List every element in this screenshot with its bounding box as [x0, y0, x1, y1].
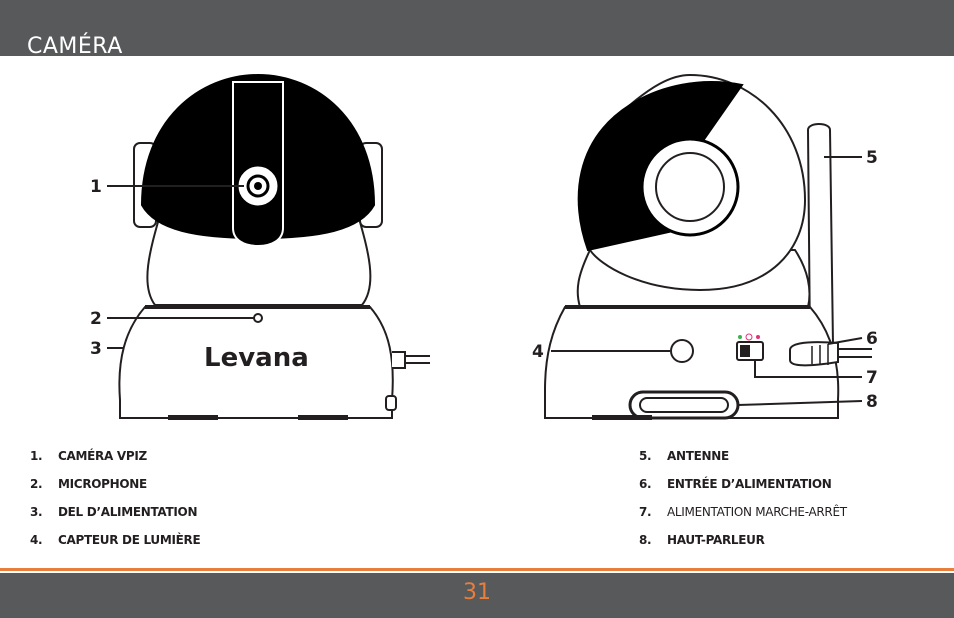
camera-diagram: Levana 1 2 3: [90, 73, 878, 420]
front-callout-lines: [107, 185, 254, 349]
front-view: [118, 73, 430, 420]
callout-2: 2: [90, 309, 102, 329]
side-callout-lines: [551, 156, 863, 406]
page-title: CAMÉRA: [27, 34, 123, 59]
side-base: [544, 306, 840, 419]
antenna: [806, 123, 835, 346]
front-base: [118, 306, 394, 419]
page-header: [0, 0, 954, 56]
power-plug: [789, 341, 839, 367]
side-view: [544, 73, 872, 420]
callout-7: 7: [866, 368, 878, 388]
callout-5: 5: [866, 148, 878, 168]
page-footer: [0, 573, 954, 618]
page-number: 31: [463, 580, 491, 605]
brand-logo: Levana: [204, 343, 309, 373]
callout-3: 3: [90, 339, 102, 359]
microphone-hole: [253, 313, 263, 323]
footer-accent-line: [0, 568, 954, 571]
callout-8: 8: [866, 392, 878, 412]
callout-6: 6: [866, 329, 878, 349]
callout-4: 4: [532, 342, 544, 362]
callout-1: 1: [90, 177, 102, 197]
speaker-inner: [639, 397, 729, 413]
light-sensor: [670, 339, 694, 363]
